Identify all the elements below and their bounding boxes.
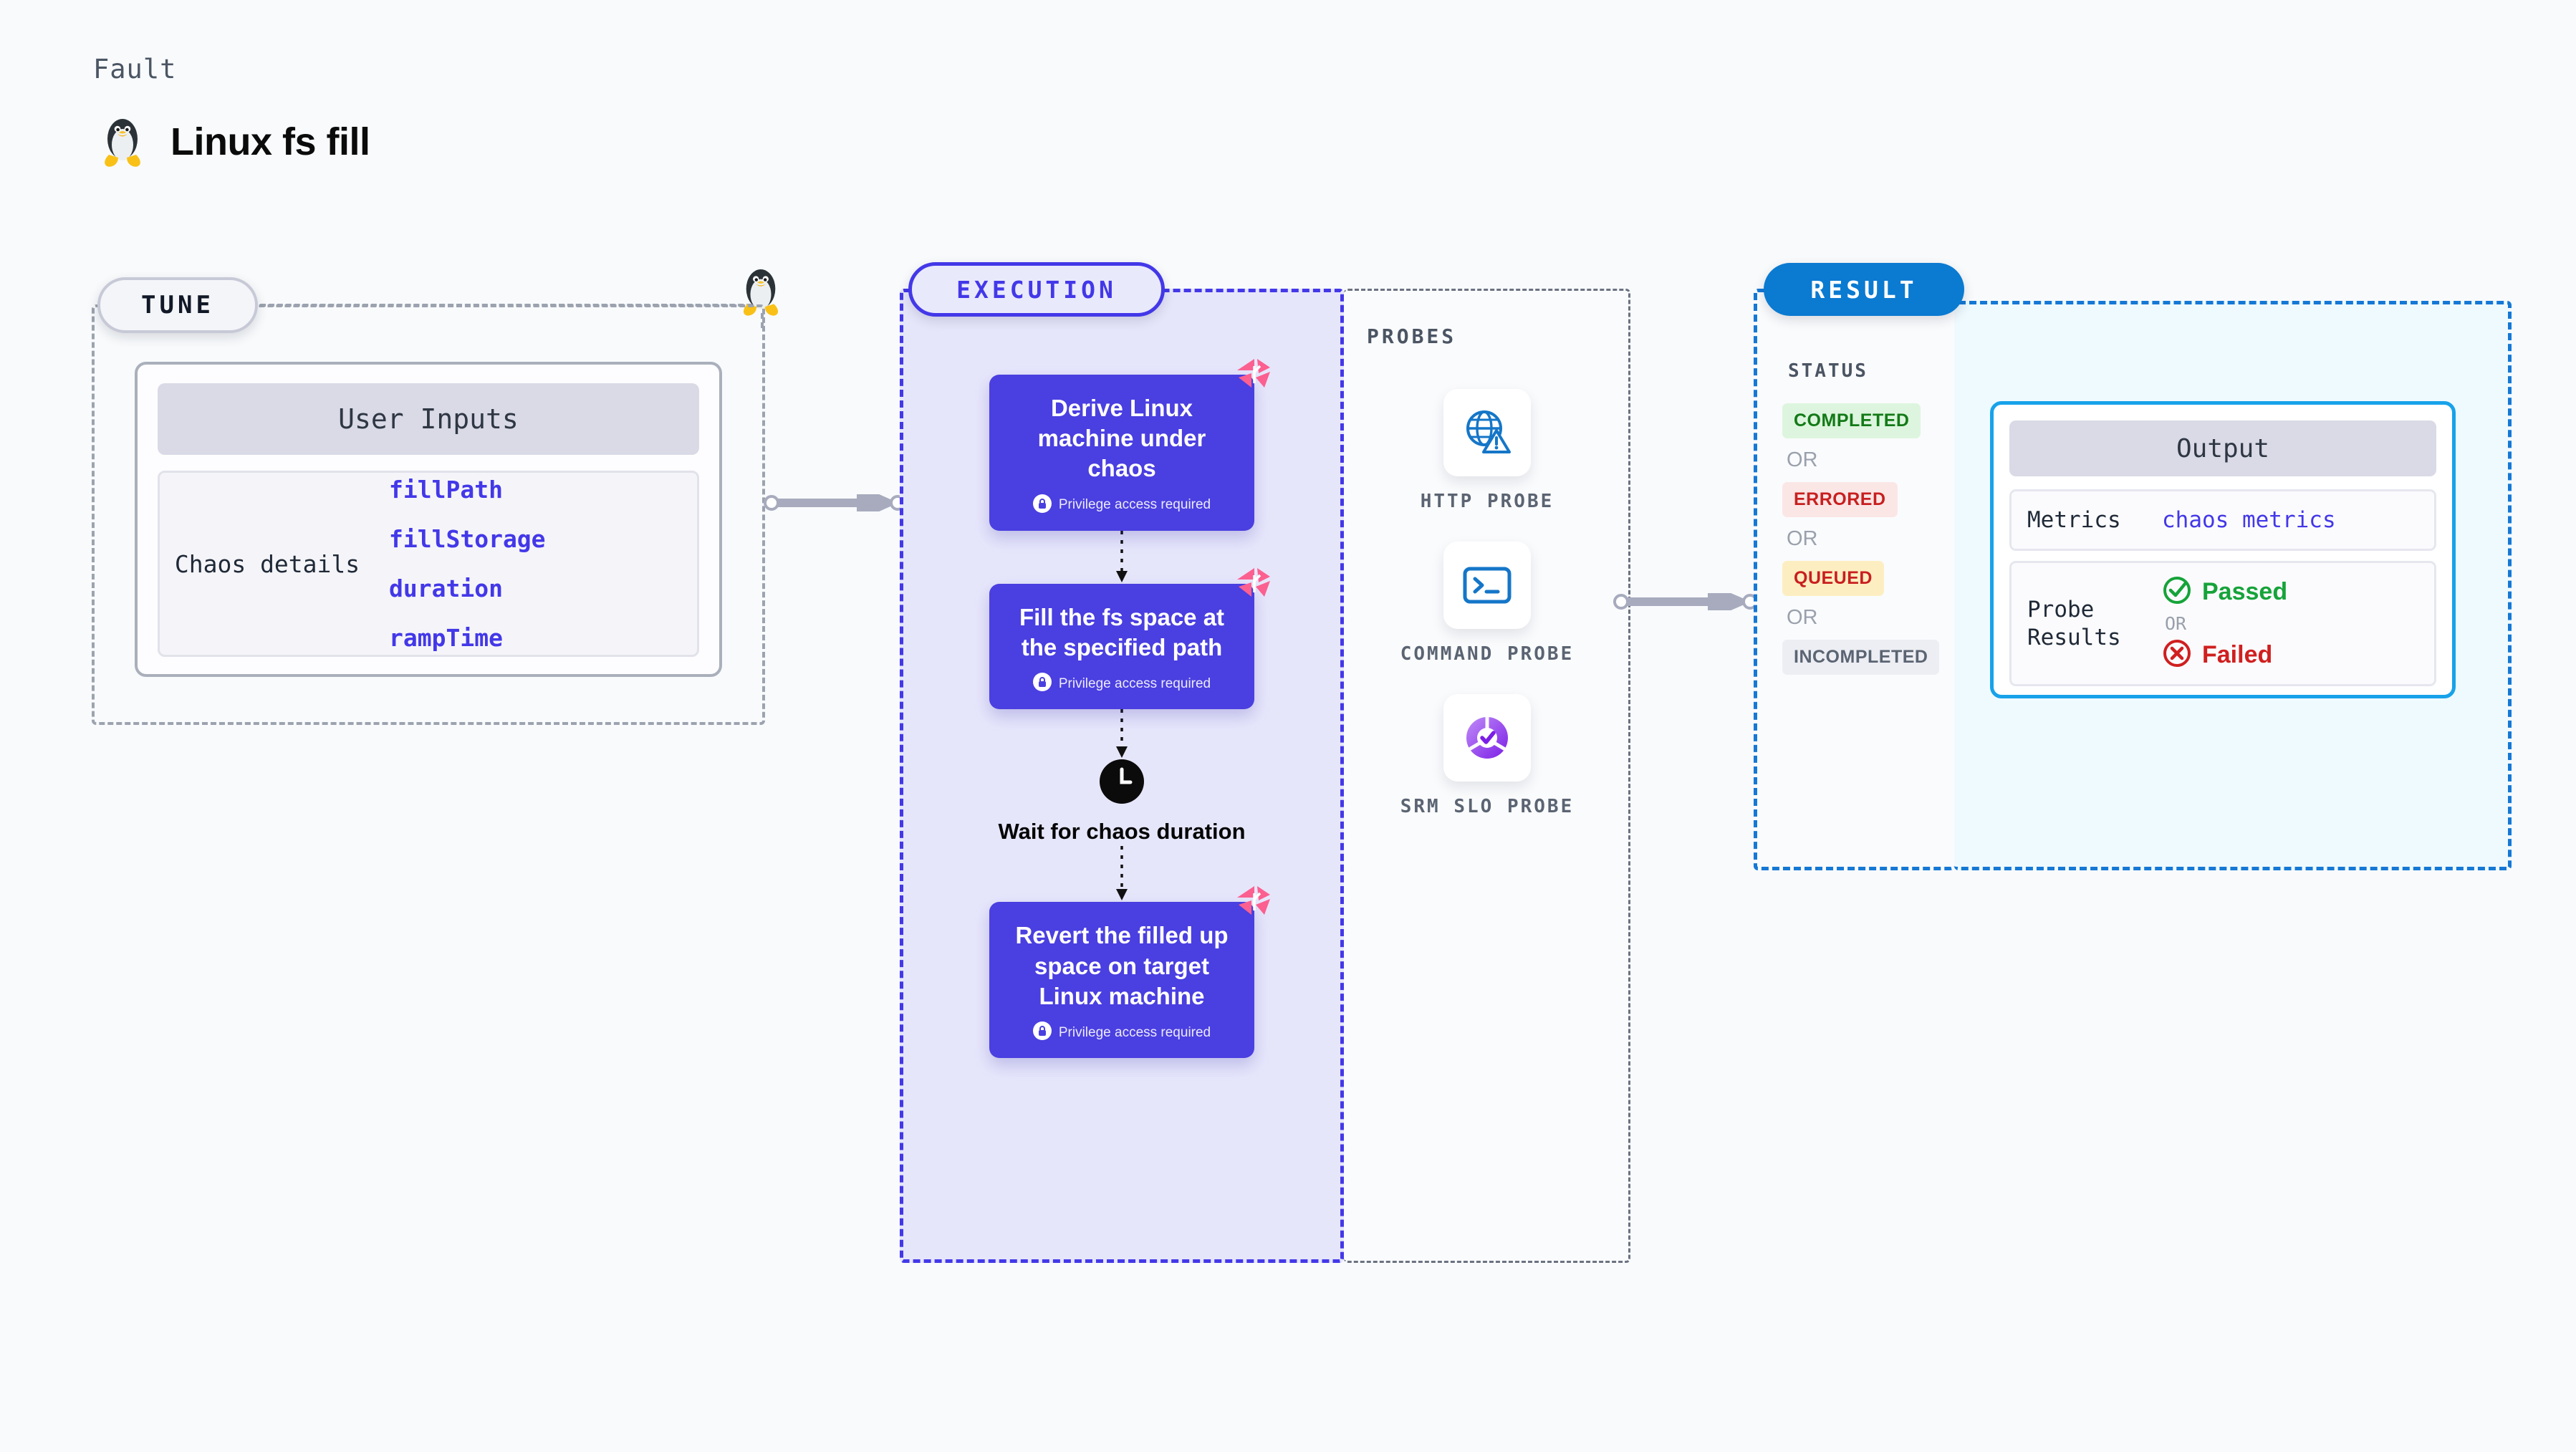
probe-label-command: COMMAND PROBE bbox=[1400, 643, 1575, 665]
execution-step-flow: Derive Linux machine under chaos Privile… bbox=[900, 359, 1344, 1059]
privilege-note-text: Privilege access required bbox=[1058, 1024, 1211, 1040]
check-circle-icon bbox=[2162, 575, 2192, 609]
result-section: RESULT STATUS COMPLETED OR ERRORED OR QU… bbox=[1754, 263, 1964, 870]
connector-tune-to-execution bbox=[764, 484, 905, 521]
execution-step-card[interactable]: Fill the fs space at the specified path … bbox=[989, 567, 1270, 710]
privilege-note-text: Privilege access required bbox=[1058, 497, 1211, 513]
tune-section-border bbox=[92, 304, 765, 725]
probe-result-failed: Failed bbox=[2162, 638, 2287, 672]
param-duration[interactable]: duration bbox=[389, 574, 503, 602]
user-inputs-title: User Inputs bbox=[158, 383, 699, 455]
probes-title: PROBES bbox=[1367, 324, 1457, 348]
output-row-probe-results: Probe Results Passed OR bbox=[2009, 561, 2436, 686]
status-badge-errored: ERRORED bbox=[1782, 482, 1898, 517]
lock-icon bbox=[1032, 494, 1052, 516]
execution-step-card[interactable]: Derive Linux machine under chaos Privile… bbox=[989, 359, 1270, 531]
output-section: Output Metrics chaos metrics Probe Resul… bbox=[1954, 301, 2512, 870]
execution-chip[interactable]: EXECUTION bbox=[908, 262, 1165, 317]
probe-item-srm-slo[interactable]: SRM SLO PROBE bbox=[1400, 694, 1575, 819]
page-title: Linux fs fill bbox=[100, 115, 370, 169]
status-title: STATUS bbox=[1788, 360, 1868, 382]
flow-arrow bbox=[1114, 846, 1130, 902]
user-inputs-panel: User Inputs Chaos details fillPath fillS… bbox=[135, 362, 722, 677]
probe-result-passed-label: Passed bbox=[2202, 578, 2288, 605]
probe-label-srm-slo: SRM SLO PROBE bbox=[1400, 796, 1575, 818]
status-badge-completed: COMPLETED bbox=[1782, 403, 1921, 438]
probe-label-http: HTTP PROBE bbox=[1420, 491, 1554, 512]
page-title-text: Linux fs fill bbox=[170, 120, 370, 163]
chaos-fault-icon bbox=[1233, 356, 1273, 395]
result-chip[interactable]: RESULT bbox=[1764, 263, 1964, 316]
status-badge-queued: QUEUED bbox=[1782, 561, 1884, 596]
param-rampTime[interactable]: rampTime bbox=[389, 624, 503, 652]
execution-step-title: Derive Linux machine under chaos bbox=[1037, 395, 1206, 482]
lock-icon bbox=[1032, 1021, 1052, 1044]
execution-wait-title: Wait for chaos duration bbox=[998, 819, 1246, 845]
output-card: Output Metrics chaos metrics Probe Resul… bbox=[1990, 401, 2456, 698]
privilege-note: Privilege access required bbox=[1002, 1021, 1241, 1044]
globe-warning-icon bbox=[1443, 389, 1531, 476]
probes-section: PROBES HTTP PROBE bbox=[1344, 289, 1630, 1263]
flow-arrow bbox=[1114, 709, 1130, 759]
clock-icon bbox=[1100, 759, 1144, 807]
output-row-metrics: Metrics chaos metrics bbox=[2009, 489, 2436, 551]
chaos-fault-icon bbox=[1233, 565, 1273, 605]
linux-penguin-icon bbox=[100, 115, 145, 169]
terminal-icon bbox=[1443, 542, 1531, 630]
param-fillPath[interactable]: fillPath bbox=[389, 476, 503, 504]
chaos-fault-icon bbox=[1233, 883, 1273, 923]
connector-port-left bbox=[764, 495, 779, 511]
lock-icon bbox=[1032, 673, 1052, 695]
execution-step-title: Revert the filled up space on target Lin… bbox=[1015, 922, 1229, 1009]
execution-step-title: Fill the fs space at the specified path bbox=[1019, 603, 1225, 660]
probe-item-http[interactable]: HTTP PROBE bbox=[1421, 389, 1554, 514]
slo-check-icon bbox=[1443, 694, 1531, 782]
tune-section: TUNE User Inputs Chaos details fillPath … bbox=[92, 277, 765, 725]
privilege-note: Privilege access required bbox=[1002, 494, 1241, 516]
probe-result-or: OR bbox=[2165, 613, 2187, 634]
flow-arrow bbox=[1114, 530, 1130, 584]
tune-linux-penguin-icon bbox=[739, 265, 782, 322]
output-probe-results-label: Probe Results bbox=[2027, 596, 2121, 650]
chaos-details-row: Chaos details fillPath fillStorage durat… bbox=[158, 471, 699, 657]
execution-step-card[interactable]: Revert the filled up space on target Lin… bbox=[989, 886, 1270, 1059]
probe-result-failed-label: Failed bbox=[2202, 641, 2273, 668]
x-circle-icon bbox=[2162, 638, 2192, 672]
status-or-3: OR bbox=[1787, 606, 1818, 629]
output-metrics-label: Metrics bbox=[2027, 506, 2121, 533]
probe-result-values: Passed OR Failed bbox=[2162, 575, 2287, 672]
tune-chip[interactable]: TUNE bbox=[97, 277, 258, 333]
execution-wait-step: Wait for chaos duration bbox=[998, 759, 1246, 846]
probe-item-command[interactable]: COMMAND PROBE bbox=[1400, 542, 1575, 667]
privilege-note: Privilege access required bbox=[1002, 673, 1241, 695]
chaos-param-list: fillPath fillStorage duration rampTime bbox=[375, 476, 546, 652]
output-metrics-value[interactable]: chaos metrics bbox=[2162, 507, 2336, 533]
status-badge-incompleted: INCOMPLETED bbox=[1782, 640, 1940, 675]
execution-section: EXECUTION Derive Linux machine under cha… bbox=[900, 262, 1344, 1263]
status-or-2: OR bbox=[1787, 527, 1818, 550]
connector-port-left bbox=[1613, 594, 1629, 610]
status-or-1: OR bbox=[1787, 448, 1818, 471]
fault-kicker: Fault bbox=[93, 54, 177, 85]
chaos-details-label: Chaos details bbox=[174, 549, 360, 578]
privilege-note-text: Privilege access required bbox=[1058, 675, 1211, 691]
connector-probes-to-result bbox=[1613, 583, 1758, 620]
output-title: Output bbox=[2009, 420, 2436, 476]
probe-list: HTTP PROBE COMMAND PROBE bbox=[1344, 389, 1630, 819]
status-list: COMPLETED OR ERRORED OR QUEUED OR INCOMP… bbox=[1782, 403, 1940, 675]
param-fillStorage[interactable]: fillStorage bbox=[389, 525, 546, 553]
probe-result-passed: Passed bbox=[2162, 575, 2287, 609]
